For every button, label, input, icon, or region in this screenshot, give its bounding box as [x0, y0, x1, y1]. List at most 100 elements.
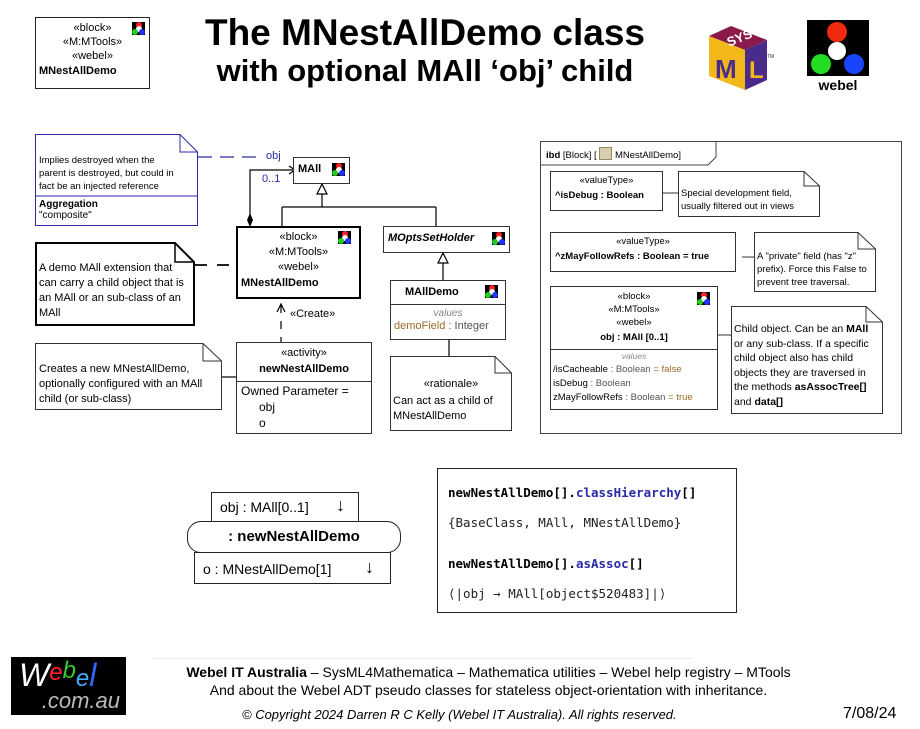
- composition-association: [249, 169, 295, 218]
- block-type-icon: [599, 147, 613, 160]
- webel-icon: [697, 292, 710, 305]
- footer-divider: [152, 658, 692, 659]
- aggregation-label: Aggregation: [39, 199, 98, 210]
- ibd-frame-open: [: [594, 150, 597, 161]
- aggregation-note-text: Implies destroyed when the parent is des…: [39, 155, 174, 192]
- stereotype-mtools: «M:MTools»: [608, 304, 660, 315]
- output-pin-label: o : MNestAllDemo[1]: [203, 561, 332, 577]
- title-line-2: with optional MAll ‘obj’ child: [216, 53, 634, 88]
- mnest-block[interactable]: «block» «M:MTools» «webel» MNestAllDemo: [236, 226, 361, 299]
- footer-line-2: And about the Webel ADT pseudo classes f…: [209, 682, 768, 698]
- obj-note: Child object. Can be an MAll or any sub-…: [731, 306, 883, 414]
- value-default: = true: [665, 392, 693, 403]
- svg-text:L: L: [749, 57, 764, 84]
- aggregation-note: Implies destroyed when the parent is des…: [35, 134, 198, 226]
- block-name: MNestAllDemo: [39, 65, 117, 77]
- value-default: = false: [650, 364, 682, 375]
- zmay-name: ^zMayFollowRefs : Boolean = true: [555, 251, 710, 262]
- isdebug-note: Special development field, usually filte…: [678, 171, 820, 217]
- rationale-stereotype: «rationale»: [423, 378, 479, 390]
- obj-part[interactable]: «block» «M:MTools» «webel» obj : MAll [0…: [550, 286, 718, 410]
- svg-text:M: M: [715, 54, 737, 84]
- moptsset-block[interactable]: MOptsSetHolder: [383, 226, 510, 253]
- webel-icon: [332, 163, 345, 176]
- rationale-text: Can act as a child of MNestAllDemo: [393, 395, 493, 422]
- stereotype-block: «block»: [279, 231, 318, 243]
- isdebug-stereotype: «valueType»: [579, 175, 634, 186]
- header-block-badge: «block» «M:MTools» «webel» MNestAllDemo: [35, 17, 150, 89]
- stereotype-webel: «webel»: [72, 50, 113, 62]
- call-action-name: : newNestAllDemo: [228, 528, 360, 545]
- stereotype-webel: «webel»: [278, 261, 319, 273]
- zmay-note-text: A "private" field (has "z" prefix). Forc…: [757, 251, 867, 288]
- value-type: : Boolean: [622, 392, 666, 403]
- rationale-note: «rationale» Can act as a child of MNestA…: [390, 356, 512, 431]
- stereotype-mtools: «M:MTools»: [62, 36, 123, 48]
- generalization-arrow: [437, 251, 449, 264]
- param-obj: obj: [259, 400, 276, 414]
- stereotype-block: «block»: [617, 291, 651, 302]
- arrow-down-icon: ↓: [336, 495, 345, 515]
- ibd-frame-kind: ibd: [546, 150, 561, 161]
- demo-field-type: : Integer: [445, 320, 489, 332]
- moptsset-block-name: MOptsSetHolder: [388, 232, 475, 244]
- zmay-stereotype: «valueType»: [616, 236, 670, 247]
- obj-part-name: obj : MAll [0..1]: [600, 332, 668, 343]
- value-name: isDebug: [553, 378, 588, 389]
- webel-icon: [485, 285, 498, 298]
- param-o: o: [259, 416, 266, 430]
- value-row: zMayFollowRefs : Boolean = true: [553, 391, 693, 405]
- webel-icon: [132, 22, 145, 35]
- mall-block-name: MAll: [298, 163, 322, 175]
- input-pin[interactable]: obj : MAll[0..1] ↓: [211, 492, 359, 522]
- value-name: /isCacheable: [553, 364, 608, 375]
- mnest-block-name: MNestAllDemo: [241, 277, 319, 289]
- value-type: : Boolean: [587, 378, 631, 389]
- footer-date: 7/08/24: [843, 705, 897, 722]
- call-action[interactable]: : newNestAllDemo: [187, 521, 401, 553]
- zmay-part[interactable]: «valueType» ^zMayFollowRefs : Boolean = …: [550, 232, 736, 272]
- activity-name: newNestAllDemo: [259, 363, 349, 375]
- isdebug-part[interactable]: «valueType» ^isDebug : Boolean: [550, 171, 663, 211]
- obj-compartment-label: values: [621, 351, 647, 361]
- sysml-logo: SYS M L TM: [705, 18, 775, 90]
- isdebug-note-text: Special development field, usually filte…: [681, 188, 794, 212]
- create-dependency-label: «Create»: [290, 308, 336, 320]
- assoc-multiplicity-label: 0..1: [262, 173, 281, 185]
- copyright: © Copyright 2024 Darren R C Kelly (Webel…: [242, 707, 677, 722]
- ibd-frame-close: ]: [678, 150, 681, 161]
- stereotype-webel: «webel»: [616, 317, 652, 328]
- ibd-frame-name: MNestAllDemo: [614, 150, 679, 161]
- ibd-anchors: [663, 192, 754, 336]
- value-name: zMayFollowRefs: [553, 392, 623, 403]
- generalization-arrow: [316, 182, 328, 195]
- mall-block[interactable]: MAll: [293, 157, 350, 184]
- demo-field-name: demoField: [394, 320, 446, 332]
- value-type: : Boolean: [607, 364, 651, 375]
- activity-block[interactable]: «activity» newNestAllDemo Owned Paramete…: [236, 342, 372, 434]
- obj-note-text: Child object. Can be an MAll or any sub-…: [734, 323, 869, 408]
- malldemo-block[interactable]: MAllDemo values demoField : Integer: [390, 280, 506, 340]
- aggregation-value: "composite": [39, 210, 92, 221]
- code-line-1: newNestAllDemo[].classHierarchy[]: [448, 485, 697, 500]
- footer-line-1: Webel IT Australia – SysML4Mathematica –…: [186, 664, 791, 680]
- assoc-role-label: obj: [266, 150, 281, 162]
- svg-text:TM: TM: [767, 54, 774, 60]
- activity-stereotype: «activity»: [281, 347, 327, 359]
- malldemo-compartment-label: values: [433, 308, 463, 319]
- title-line-1: The MNestAllDemo class: [204, 12, 646, 53]
- composite-diamond: [247, 213, 253, 227]
- output-pin[interactable]: o : MNestAllDemo[1] ↓: [194, 552, 391, 584]
- demo-note: A demo MAll extension that can carry a c…: [35, 242, 195, 326]
- page-title: The MNestAllDemo class with optional MAl…: [170, 12, 680, 88]
- ibd-frame-type: [Block]: [562, 150, 592, 161]
- isdebug-name: ^isDebug : Boolean: [555, 190, 644, 201]
- create-note-text: Creates a new MNestAllDemo, optionally c…: [39, 363, 203, 405]
- code-panel: newNestAllDemo[].classHierarchy[] {BaseC…: [437, 468, 737, 613]
- create-note: Creates a new MNestAllDemo, optionally c…: [35, 343, 222, 410]
- webel-footer-logo: Webel .com.au: [11, 657, 126, 715]
- webel-icon: [338, 231, 351, 244]
- webel-logo-label: webel: [818, 77, 858, 93]
- bdd-connectors: [195, 156, 450, 378]
- arrow-down-icon: ↓: [365, 557, 374, 577]
